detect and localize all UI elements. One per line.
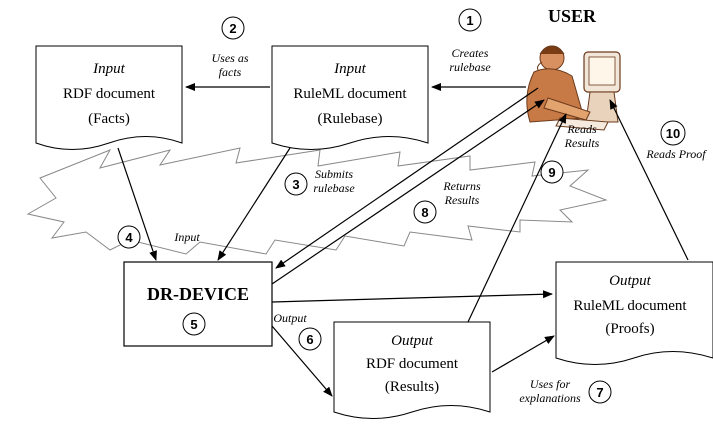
svg-text:Returns: Returns	[442, 179, 481, 193]
svg-text:10: 10	[666, 126, 680, 141]
svg-text:1: 1	[466, 13, 473, 28]
svg-text:Input: Input	[173, 230, 200, 244]
network-cloud	[26, 147, 608, 255]
svg-text:2: 2	[229, 21, 236, 36]
step-1: 1 Creates rulebase	[449, 8, 491, 74]
step-7: 7 Uses for explanations	[519, 377, 612, 405]
user-icon	[526, 45, 621, 131]
step-6: 6 Output	[273, 311, 322, 351]
doc-ruleml-proofs-line1: RuleML document	[573, 298, 687, 314]
doc-ruleml-proofs: Output RuleML document (Proofs)	[555, 261, 713, 365]
doc-rdf-results-kind: Output	[391, 333, 434, 349]
user-label: USER	[548, 6, 597, 26]
svg-text:rulebase: rulebase	[313, 181, 355, 195]
doc-ruleml-rulebase: Input RuleML document (Rulebase)	[271, 45, 429, 150]
step-5: 5	[182, 312, 206, 336]
arrow-6	[271, 325, 333, 397]
svg-text:Uses for: Uses for	[530, 377, 571, 391]
arrow-rulebase-to-engine	[217, 147, 291, 261]
doc-rdf-facts-line2: (Facts)	[88, 111, 130, 127]
svg-text:Output: Output	[273, 311, 307, 325]
doc-ruleml-rulebase-kind: Input	[333, 61, 366, 77]
step-2: 2 Uses as facts	[211, 16, 249, 79]
step-4: 4 Input	[117, 225, 200, 249]
arrow-3	[275, 87, 539, 269]
doc-rdf-facts-kind: Input	[92, 61, 125, 77]
svg-text:4: 4	[125, 230, 133, 245]
svg-text:Submits: Submits	[315, 167, 353, 181]
step-3: 3 Submits rulebase	[284, 167, 355, 196]
svg-text:facts: facts	[219, 65, 242, 79]
svg-text:Creates: Creates	[452, 46, 489, 60]
doc-rdf-results-line2: (Results)	[385, 379, 439, 395]
svg-text:6: 6	[306, 332, 313, 347]
doc-rdf-facts-line1: RDF document	[63, 86, 156, 102]
doc-rdf-results: Output RDF document (Results)	[333, 321, 491, 419]
svg-text:rulebase: rulebase	[449, 60, 491, 74]
svg-text:Reads Proof: Reads Proof	[645, 147, 707, 161]
step-8: 8 Returns Results	[413, 179, 481, 224]
svg-text:Uses as: Uses as	[211, 51, 248, 65]
doc-ruleml-proofs-line2: (Proofs)	[605, 321, 654, 337]
step-10: 10 Reads Proof	[645, 120, 707, 161]
arrow-10	[609, 99, 689, 261]
svg-text:9: 9	[548, 165, 555, 180]
arrow-7	[491, 335, 555, 373]
svg-text:3: 3	[292, 177, 299, 192]
doc-ruleml-rulebase-line2: (Rulebase)	[318, 111, 383, 127]
arrow-engine-to-proofs	[271, 290, 553, 303]
svg-text:Results: Results	[444, 193, 480, 207]
svg-text:Reads: Reads	[566, 122, 597, 136]
doc-ruleml-rulebase-line1: RuleML document	[293, 86, 407, 102]
step-9: 9 Reads Results	[540, 122, 600, 184]
svg-text:explanations: explanations	[519, 391, 581, 405]
arrow-9	[467, 113, 567, 323]
engine-name: DR-DEVICE	[147, 284, 249, 304]
svg-text:Results: Results	[564, 136, 600, 150]
arrow-4	[117, 147, 157, 261]
doc-ruleml-proofs-kind: Output	[609, 273, 652, 289]
svg-text:8: 8	[421, 205, 428, 220]
arrow-8	[271, 99, 545, 285]
doc-rdf-results-line1: RDF document	[366, 356, 459, 372]
doc-rdf-facts: Input RDF document (Facts)	[35, 45, 183, 150]
svg-text:5: 5	[190, 317, 197, 332]
svg-text:7: 7	[596, 385, 603, 400]
